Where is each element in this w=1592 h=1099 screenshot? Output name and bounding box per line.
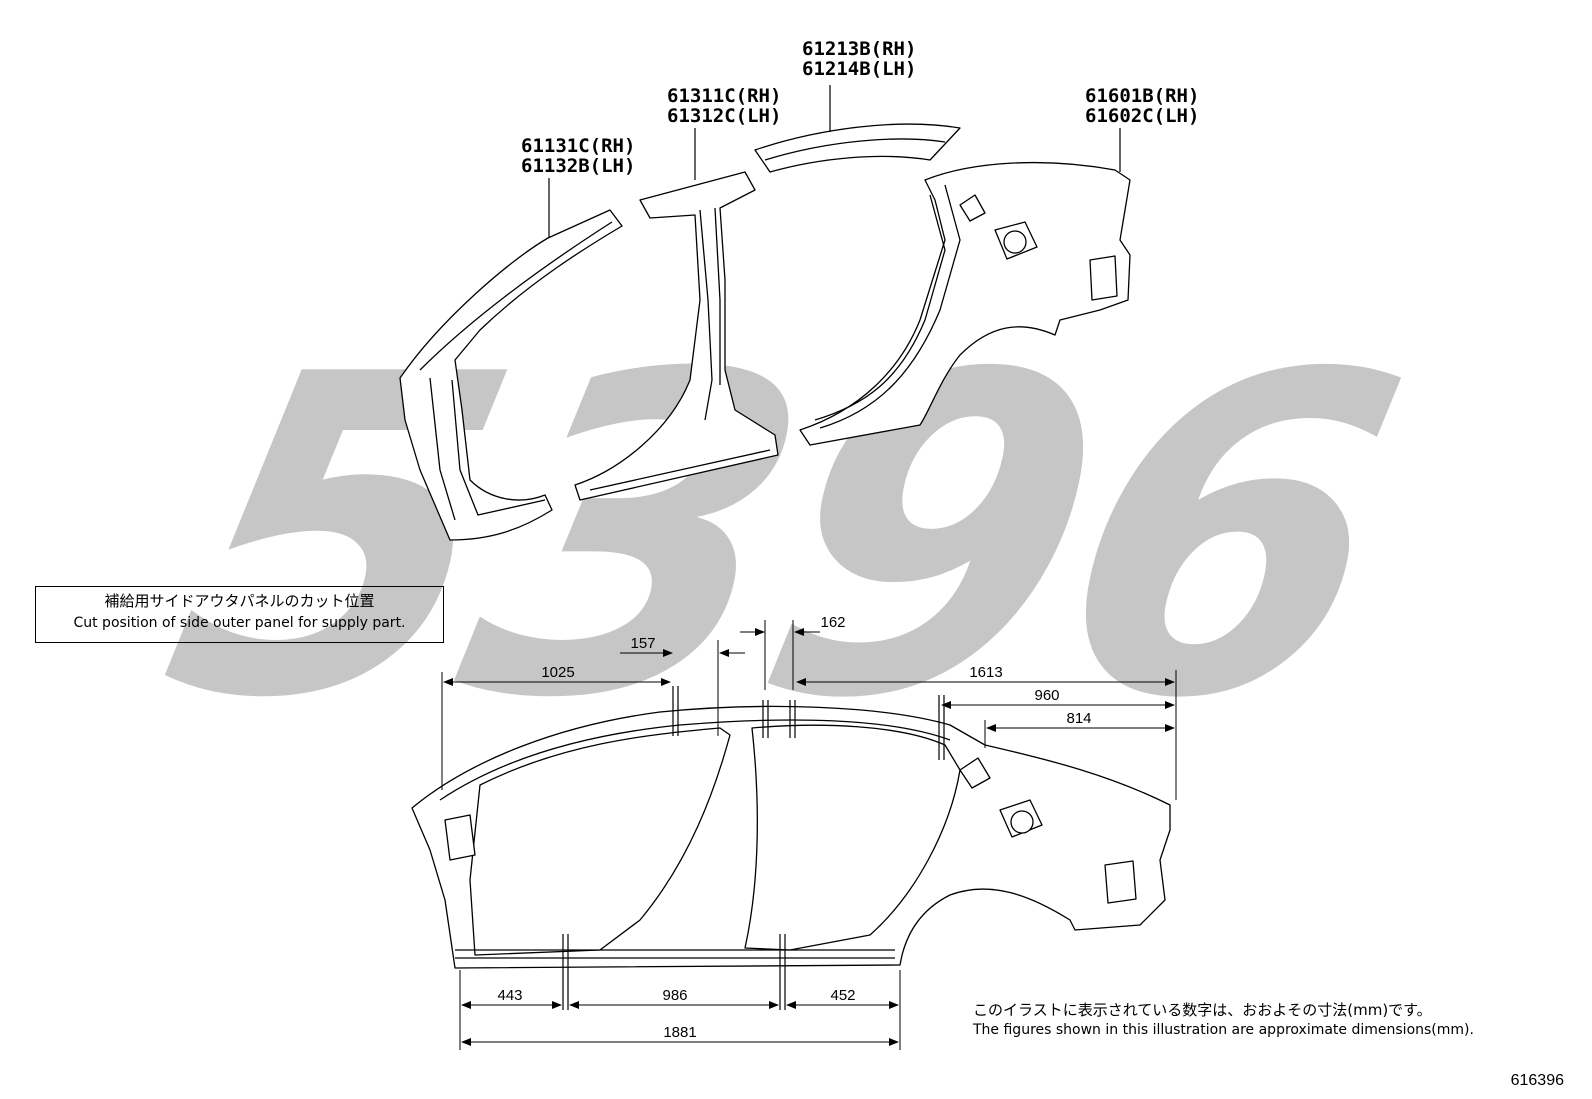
footnote-english: The figures shown in this illustration a…	[973, 1022, 1474, 1038]
extension-lines	[441, 620, 1177, 1050]
dimension-footnote: このイラストに表示されている数字は、おおよその寸法(mm)です。 The fig…	[973, 1000, 1474, 1040]
dimension-lines	[443, 628, 1175, 1046]
dim-157: 157	[630, 635, 655, 652]
part-label-roof-rail-lh: 61214B(LH)	[802, 58, 916, 80]
footnote-japanese: このイラストに表示されている数字は、おおよその寸法(mm)です。	[973, 1001, 1432, 1019]
lower-assembled-view	[411, 705, 1171, 969]
cut-note-japanese: 補給用サイドアウタパネルのカット位置	[104, 592, 375, 610]
illustration-number: 616396	[1510, 1072, 1564, 1089]
dim-452: 452	[830, 987, 855, 1004]
quarter-panel	[799, 161, 1131, 446]
center-pillar-panel	[574, 171, 779, 501]
leader-lines	[548, 85, 1121, 238]
dim-162: 162	[820, 614, 845, 631]
dim-960: 960	[1034, 687, 1059, 704]
dim-1025: 1025	[541, 664, 574, 681]
upper-exploded-view	[399, 123, 1131, 541]
dim-1881: 1881	[663, 1024, 696, 1041]
part-label-front-pillar-rh: 61131C(RH)	[521, 135, 635, 157]
dim-986: 986	[662, 987, 687, 1004]
front-pillar-panel	[399, 209, 623, 541]
cut-position-note: 補給用サイドアウタパネルのカット位置 Cut position of side …	[35, 586, 444, 643]
part-label-roof-rail-rh: 61213B(RH)	[802, 38, 916, 60]
part-label-quarter-lh: 61602C(LH)	[1085, 105, 1199, 127]
dim-1613: 1613	[969, 664, 1002, 681]
dimension-values: 1025 157 162 1613 960 814 443 986 452 18…	[497, 614, 1091, 1041]
cut-note-english: Cut position of side outer panel for sup…	[73, 615, 406, 631]
part-number-labels: 61131C(RH) 61132B(LH) 61311C(RH) 61312C(…	[521, 38, 1199, 177]
part-label-front-pillar-lh: 61132B(LH)	[521, 155, 635, 177]
part-label-center-pillar-lh: 61312C(LH)	[667, 105, 781, 127]
part-label-center-pillar-rh: 61311C(RH)	[667, 85, 781, 107]
dim-814: 814	[1066, 710, 1091, 727]
part-label-quarter-rh: 61601B(RH)	[1085, 85, 1199, 107]
roof-side-rail-panel	[754, 123, 961, 173]
dim-443: 443	[497, 987, 522, 1004]
